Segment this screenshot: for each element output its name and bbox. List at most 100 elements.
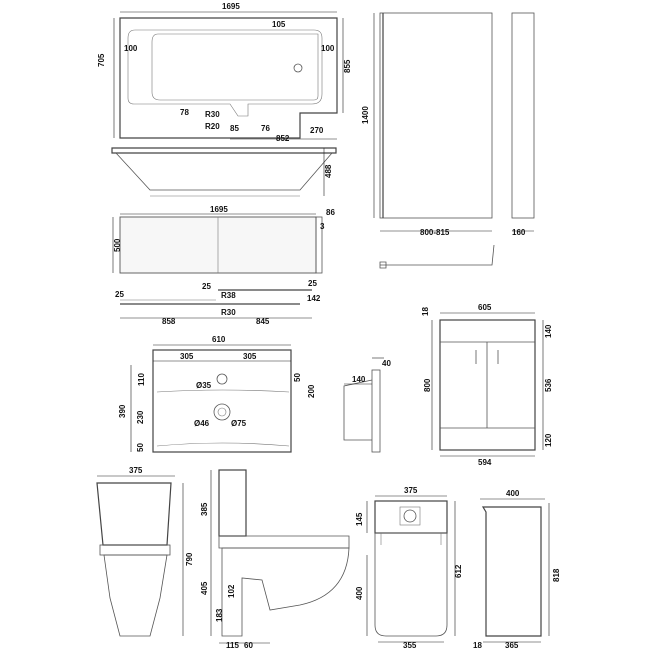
bath-plan-rim-right-label: 100 — [321, 44, 335, 53]
basin-plan-waste — [213, 403, 231, 421]
wc-plan-pan-inner — [380, 533, 442, 545]
basin-side-slab — [371, 369, 381, 453]
bath-plan-radius-30-label: R30 — [205, 110, 220, 119]
basin-plan-tap-hole — [216, 373, 228, 385]
bath-panel-width-label: 1695 — [210, 205, 228, 214]
wc-side-cistern — [218, 469, 247, 537]
wc-unit-height-label: 818 — [552, 568, 561, 582]
screen-front-height-label: 1400 — [361, 106, 370, 124]
screen-side-profile — [511, 12, 535, 219]
wc-front-cistern — [96, 482, 172, 546]
bath-plan-width-label: 1695 — [222, 2, 240, 11]
vanity-base-width-label: 594 — [478, 458, 492, 467]
vanity-top-width-label: 605 — [478, 303, 492, 312]
basin-plan-waste-inner — [217, 407, 227, 417]
bath-panel-view: 1695 500 86 3 — [112, 205, 335, 274]
bath-plan-inner-contour — [151, 33, 319, 101]
bath-plan-outline — [119, 17, 338, 139]
bath-plan-shower-width-label: 852 — [276, 134, 290, 143]
wc-side-pan — [221, 547, 350, 637]
basin-plan-tap-hole-label: Ø35 — [196, 381, 212, 390]
panel-section-right-return-label: 25 — [308, 279, 317, 288]
basin-plan-half-left-label: 305 — [180, 352, 194, 361]
bath-plan-inner-basin — [127, 29, 323, 117]
basin-plan-width-label: 610 — [212, 335, 226, 344]
screen-side-depth-label: 160 — [512, 228, 526, 237]
bath-panel-gap-label: 3 — [320, 222, 325, 231]
panel-section-25-label: 25 — [115, 290, 124, 299]
basin-plan-bowl-top — [156, 389, 290, 393]
wc-plan-depth-label: 145 — [355, 512, 364, 526]
basin-plan-200-label: 200 — [307, 384, 316, 398]
wc-plan-overall-label: 612 — [454, 564, 463, 578]
wc-front-height-label: 790 — [185, 552, 194, 566]
wc-plan-flush-plate — [399, 506, 421, 526]
bath-plan-radius-20-label: R20 — [205, 122, 220, 131]
wc-front-width-label: 375 — [129, 466, 143, 475]
bath-plan-offset-85-label: 85 — [230, 124, 239, 133]
bath-plan-waste-label: 270 — [310, 126, 324, 135]
panel-section-r38-label: R38 — [221, 291, 236, 300]
screen-front-width-label: 800-815 — [420, 228, 450, 237]
wc-plan-width-label: 375 — [404, 486, 418, 495]
basin-plan-view: 610 305 305 110 Ø35 50 200 390 230 Ø46 Ø… — [118, 335, 316, 453]
wc-unit-depth-label: 365 — [505, 641, 519, 650]
wc-front-seat — [99, 544, 171, 556]
wc-side-pan-height-label: 405 — [200, 581, 209, 595]
basin-side-depth-label: 140 — [352, 375, 366, 384]
basin-plan-230-label: 230 — [136, 410, 145, 424]
panel-section-right-length-label: 845 — [256, 317, 270, 326]
bath-side-view: 488 — [111, 147, 337, 197]
bath-side-height-label: 488 — [324, 164, 333, 178]
basin-plan-overflow-label: Ø75 — [231, 419, 247, 428]
bath-side-rim — [111, 147, 337, 154]
bath-plan-rim-top-label: 105 — [272, 20, 286, 29]
basin-side-view: 40 140 — [343, 357, 391, 453]
wc-unit-view: 400 818 18 365 — [473, 489, 561, 650]
basin-plan-depth-label: 390 — [118, 404, 127, 418]
wc-plan-view: 375 145 400 612 355 — [355, 486, 463, 650]
wc-unit-body — [481, 506, 542, 637]
wc-plan-base-width-label: 355 — [403, 641, 417, 650]
vanity-front-view: 605 18 800 140 536 120 594 — [421, 303, 553, 467]
basin-side-bowl — [343, 379, 373, 441]
basin-plan-half-right-label: 305 — [243, 352, 257, 361]
bath-panel-end — [315, 216, 323, 274]
screen-front-view: 1400 800-815 — [361, 12, 495, 269]
bath-plan-depth-label: 705 — [97, 53, 106, 67]
bath-side-body — [115, 152, 333, 191]
wc-plan-pan — [374, 532, 448, 637]
vanity-height-label: 800 — [423, 378, 432, 392]
vanity-plinth-label: 120 — [544, 433, 553, 447]
bath-plan-waste — [293, 63, 303, 73]
wc-unit-width-label: 400 — [506, 489, 520, 498]
basin-side-thickness-label: 40 — [382, 359, 391, 368]
screen-plan-section — [379, 244, 495, 269]
panel-section-left-return-label: 25 — [202, 282, 211, 291]
bath-plan-offset-76-label: 76 — [261, 124, 270, 133]
panel-section-left-length-label: 858 — [162, 317, 176, 326]
wc-side-102-label: 102 — [227, 584, 236, 598]
wc-side-seat — [218, 535, 350, 549]
screen-side-view: 160 — [511, 12, 535, 237]
wc-side-cistern-height-label: 385 — [200, 502, 209, 516]
wc-front-pan — [103, 554, 168, 637]
screen-front-glass — [379, 12, 493, 219]
wc-side-view: 385 405 102 183 115 60 — [200, 469, 350, 650]
vanity-body — [439, 319, 536, 451]
basin-plan-front-label: 50 — [136, 443, 145, 452]
basin-plan-outline — [152, 349, 292, 453]
panel-section-142-label: 142 — [307, 294, 321, 303]
vanity-side-margin-label: 18 — [421, 307, 430, 316]
wc-side-115-label: 115 — [226, 641, 239, 650]
bath-plan-offset-78-label: 78 — [180, 108, 189, 117]
bath-panel-thickness-label: 86 — [326, 208, 335, 217]
wc-plan-flush-button — [403, 509, 417, 523]
wc-unit-left-label: 18 — [473, 641, 482, 650]
vanity-door-height-label: 536 — [544, 378, 553, 392]
wc-side-60-label: 60 — [244, 641, 253, 650]
bath-plan-view: 1695 705 855 105 100 100 78 R30 R20 85 7… — [97, 2, 352, 143]
wc-front-view: 375 790 — [96, 466, 194, 637]
